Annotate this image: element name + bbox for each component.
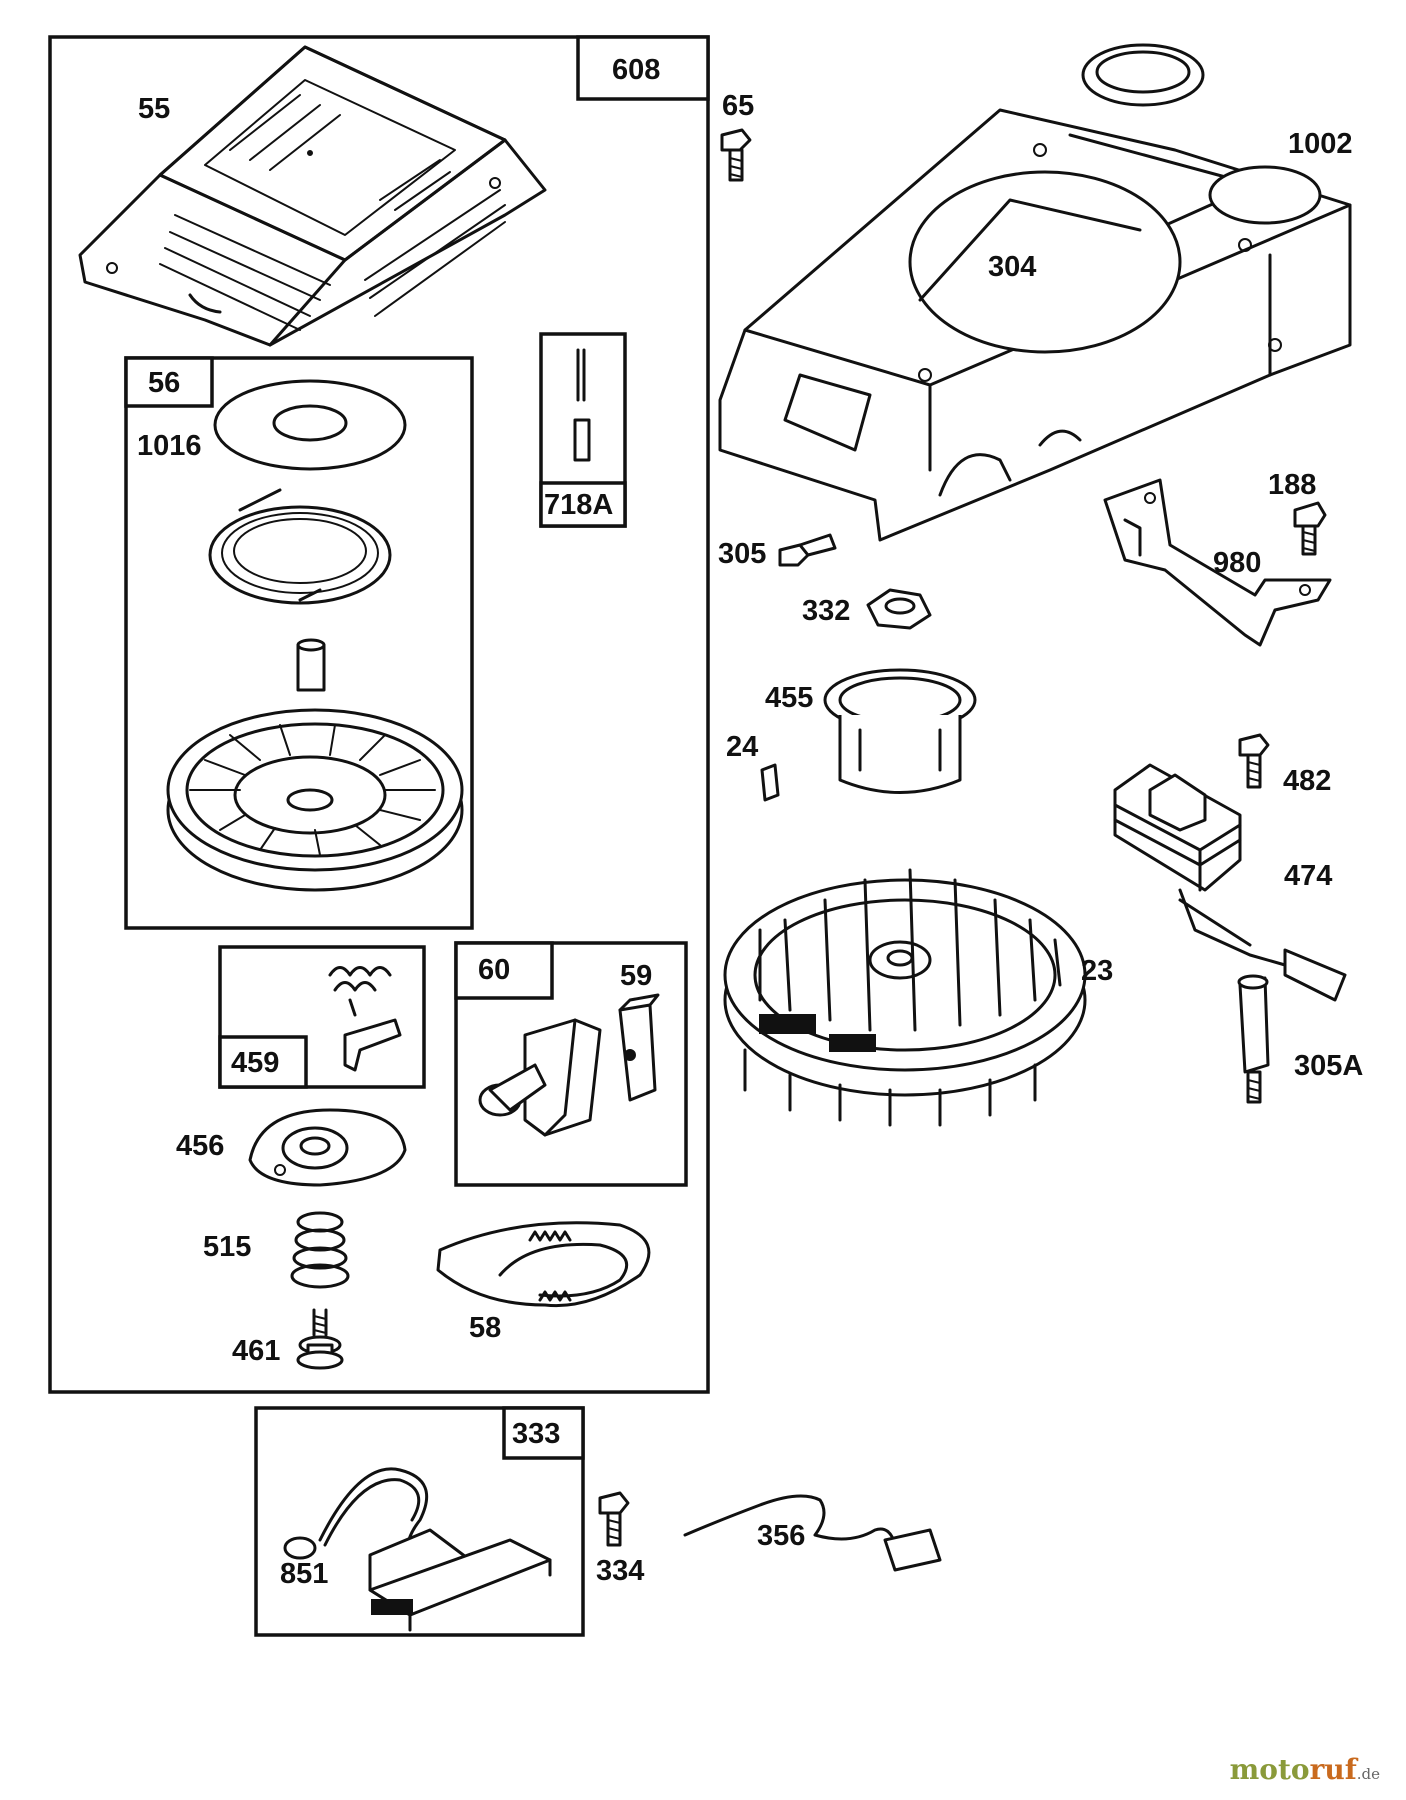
group-718A-label: 718A bbox=[544, 489, 613, 521]
flywheel-fins bbox=[743, 868, 1062, 1127]
armature-drawing bbox=[1113, 763, 1347, 1002]
pin-718A-drawing bbox=[573, 348, 591, 462]
group-608-frame: 608 bbox=[48, 35, 710, 1394]
group-608-label: 608 bbox=[612, 54, 660, 86]
key-drawing bbox=[760, 763, 780, 802]
label-304: 304 bbox=[988, 251, 1036, 283]
group-60-label: 60 bbox=[478, 954, 510, 986]
group-333-frame: 333 bbox=[254, 1406, 585, 1637]
watermark-logo: motoruf.de bbox=[1230, 1753, 1380, 1786]
group-333-label: 333 bbox=[512, 1418, 560, 1450]
bolt-334-drawing bbox=[598, 1491, 630, 1547]
label-23: 23 bbox=[1081, 955, 1113, 987]
spacer-305A-drawing bbox=[1237, 974, 1270, 1104]
flywheel-drawing bbox=[723, 868, 1087, 1127]
label-1016: 1016 bbox=[137, 430, 202, 462]
pawl-cup-drawing bbox=[248, 1108, 407, 1187]
blower-housing-drawing bbox=[718, 108, 1352, 542]
label-332: 332 bbox=[802, 595, 850, 627]
label-455: 455 bbox=[765, 682, 813, 714]
starter-pulley-drawing bbox=[166, 708, 464, 892]
label-65: 65 bbox=[722, 90, 754, 122]
housing-vents bbox=[159, 94, 506, 331]
group-459-frame: 459 bbox=[218, 945, 426, 1089]
label-59: 59 bbox=[620, 960, 652, 992]
ground-wire-drawing bbox=[683, 1494, 942, 1572]
bolt-188-drawing bbox=[1293, 501, 1327, 556]
group-459-label: 459 bbox=[231, 1047, 279, 1079]
bracket-drawing bbox=[1103, 478, 1332, 647]
seal-ring-drawing bbox=[1081, 43, 1205, 107]
label-1002: 1002 bbox=[1288, 128, 1353, 160]
label-851: 851 bbox=[280, 1558, 328, 1590]
label-188: 188 bbox=[1268, 469, 1316, 501]
group-56-frame: 56 bbox=[124, 356, 474, 930]
group-56-label: 56 bbox=[148, 367, 180, 399]
part-labels: 55 1016 456 515 461 58 59 65 1002 304 18… bbox=[137, 90, 1363, 1590]
rewind-spring-drawing bbox=[208, 488, 392, 605]
bolt-305-drawing bbox=[778, 533, 837, 567]
starter-dog-drawing bbox=[328, 966, 402, 1072]
label-474: 474 bbox=[1284, 860, 1332, 892]
starter-rope-drawing bbox=[436, 1221, 651, 1308]
label-456: 456 bbox=[176, 1130, 224, 1162]
bolt-482-drawing bbox=[1238, 733, 1270, 789]
label-515: 515 bbox=[203, 1231, 251, 1263]
group-718A-frame: 718A bbox=[539, 332, 627, 528]
label-24: 24 bbox=[726, 731, 758, 763]
watermark-part2: ruf bbox=[1309, 1753, 1357, 1786]
ignition-coil-drawing bbox=[283, 1467, 552, 1632]
label-461: 461 bbox=[232, 1335, 280, 1367]
spring-515-drawing bbox=[290, 1211, 350, 1289]
label-55: 55 bbox=[138, 93, 170, 125]
brake-drawing bbox=[478, 993, 660, 1137]
starter-housing-drawing bbox=[78, 45, 547, 347]
clutch-cup-drawing bbox=[823, 668, 977, 794]
screw-461-drawing bbox=[296, 1308, 344, 1370]
label-305: 305 bbox=[718, 538, 766, 570]
nut-drawing bbox=[866, 588, 932, 630]
label-980: 980 bbox=[1213, 547, 1261, 579]
label-482: 482 bbox=[1283, 765, 1331, 797]
washer-drawing bbox=[213, 379, 407, 471]
label-334: 334 bbox=[596, 1555, 644, 1587]
starter-pin-drawing bbox=[296, 638, 326, 692]
label-305A: 305A bbox=[1294, 1050, 1363, 1082]
bolt-65-drawing bbox=[720, 128, 752, 182]
watermark-part1: moto bbox=[1229, 1753, 1310, 1786]
group-60-frame: 60 bbox=[454, 941, 688, 1187]
watermark-part3: .de bbox=[1356, 1765, 1380, 1783]
label-58: 58 bbox=[469, 1312, 501, 1344]
label-356: 356 bbox=[757, 1520, 805, 1552]
